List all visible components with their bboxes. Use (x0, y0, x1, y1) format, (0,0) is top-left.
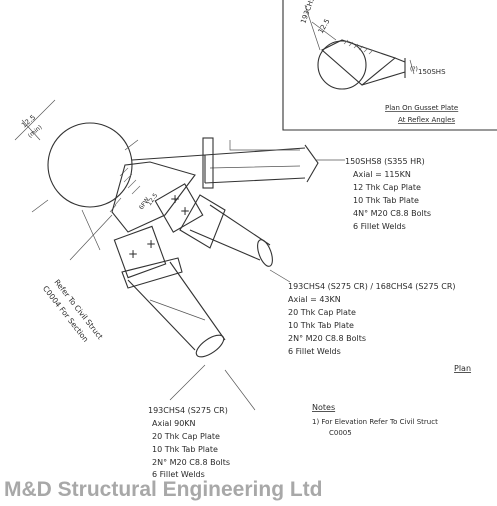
inset-member-label: 150SHS (418, 68, 446, 76)
inset-caption-1: Plan On Gusset Plate (385, 104, 458, 112)
weld-hatch (109, 167, 141, 213)
inset-border (282, 0, 497, 131)
inset-chord-circle (317, 40, 367, 90)
member-193-right (189, 204, 271, 261)
note-193b-line-3: 20 Thk Cap Plate (152, 432, 220, 441)
note-193r-line-2: Axial = 43KN (288, 295, 341, 304)
inset-small-dim: (?) (410, 66, 418, 73)
tab-plate-2 (113, 225, 167, 279)
bolt-icon: + (128, 247, 138, 261)
member-150shs (131, 147, 306, 184)
note-193b-line-1: 193CHS4 (S275 CR) (148, 406, 228, 415)
inset-member (361, 57, 406, 86)
cap-plate-193-right (179, 194, 226, 249)
chord-circle (47, 122, 133, 208)
main-plan: 12.5 (min) + + + + 6FW 12.5 (14, 99, 345, 411)
bolt-icon: + (146, 237, 156, 251)
tab-plate-1 (154, 183, 204, 233)
member-150shs-inner (209, 140, 301, 169)
side-note: Refer To Civil Struct C0004 For Section (41, 278, 105, 344)
notes-193-bottom: 193CHS4 (S275 CR) Axial 90KN 20 Thk Cap … (148, 406, 230, 479)
note-193b-line-2: Axial 90KN (152, 419, 196, 428)
member-193-down (127, 261, 226, 351)
note-193r-line-1: 193CHS4 (S275 CR) / 168CHS4 (S275 CR) (288, 282, 456, 291)
note-150-line-6: 6 Fillet Welds (353, 222, 406, 231)
cap-plate-150 (202, 137, 214, 189)
inset-caption-2: At Reflex Angles (398, 116, 455, 124)
notes-150shs: 150SHS8 (S355 HR) Axial = 115KN 12 Thk C… (345, 157, 431, 231)
note-193b-line-6: 6 Fillet Welds (152, 470, 205, 479)
setting-out-lines (69, 209, 256, 411)
member-193-down-end (195, 334, 225, 358)
inset-dim-lines (304, 4, 415, 75)
member-150shs-break (304, 144, 319, 183)
note-193b-line-4: 10 Thk Tab Plate (152, 445, 218, 454)
note-150-line-2: Axial = 115KN (353, 170, 411, 179)
gusset-plate (111, 161, 196, 233)
bolt-icon: + (170, 192, 180, 206)
note-150-line-1: 150SHS8 (S355 HR) (345, 157, 425, 166)
chord-dim-bottom: (min) (27, 124, 44, 140)
member-193-down-inner (149, 299, 206, 321)
leader-lines (169, 159, 345, 401)
notes-item-2: C0005 (329, 429, 352, 437)
inset-dim-193: 193CHS4 (299, 0, 318, 25)
note-193r-line-5: 2N° M20 C8.8 Bolts (288, 334, 366, 343)
notes-title: Notes (312, 403, 335, 412)
note-193r-line-3: 20 Thk Cap Plate (288, 308, 356, 317)
plan-label: Plan (454, 364, 471, 373)
note-150-line-5: 4N° M20 C8.8 Bolts (353, 209, 431, 218)
chord-extension (31, 139, 139, 213)
inset-detail: 193CHS4 12.5 (?) 150SHS Plan On Gusset P… (282, 0, 497, 131)
member-193-right-end (257, 239, 273, 267)
notes-item-1: 1) For Elevation Refer To Civil Struct (312, 418, 438, 426)
inset-dim-125: 12.5 (317, 17, 332, 35)
company-name: M&D Structural Engineering Ltd (4, 478, 323, 501)
note-193b-line-5: 2N° M20 C8.8 Bolts (152, 458, 230, 467)
inset-weld-hatch (343, 39, 374, 55)
cap-plate-193-down (121, 257, 183, 289)
note-150-line-4: 10 Thk Tab Plate (353, 196, 419, 205)
note-193r-line-4: 10 Thk Tab Plate (288, 321, 354, 330)
bolt-icon: + (180, 204, 190, 218)
note-150-line-3: 12 Thk Cap Plate (353, 183, 421, 192)
chord-dim-line (14, 99, 56, 141)
note-193r-line-6: 6 Fillet Welds (288, 347, 341, 356)
notes-193-right: 193CHS4 (S275 CR) / 168CHS4 (S275 CR) Ax… (288, 282, 456, 356)
